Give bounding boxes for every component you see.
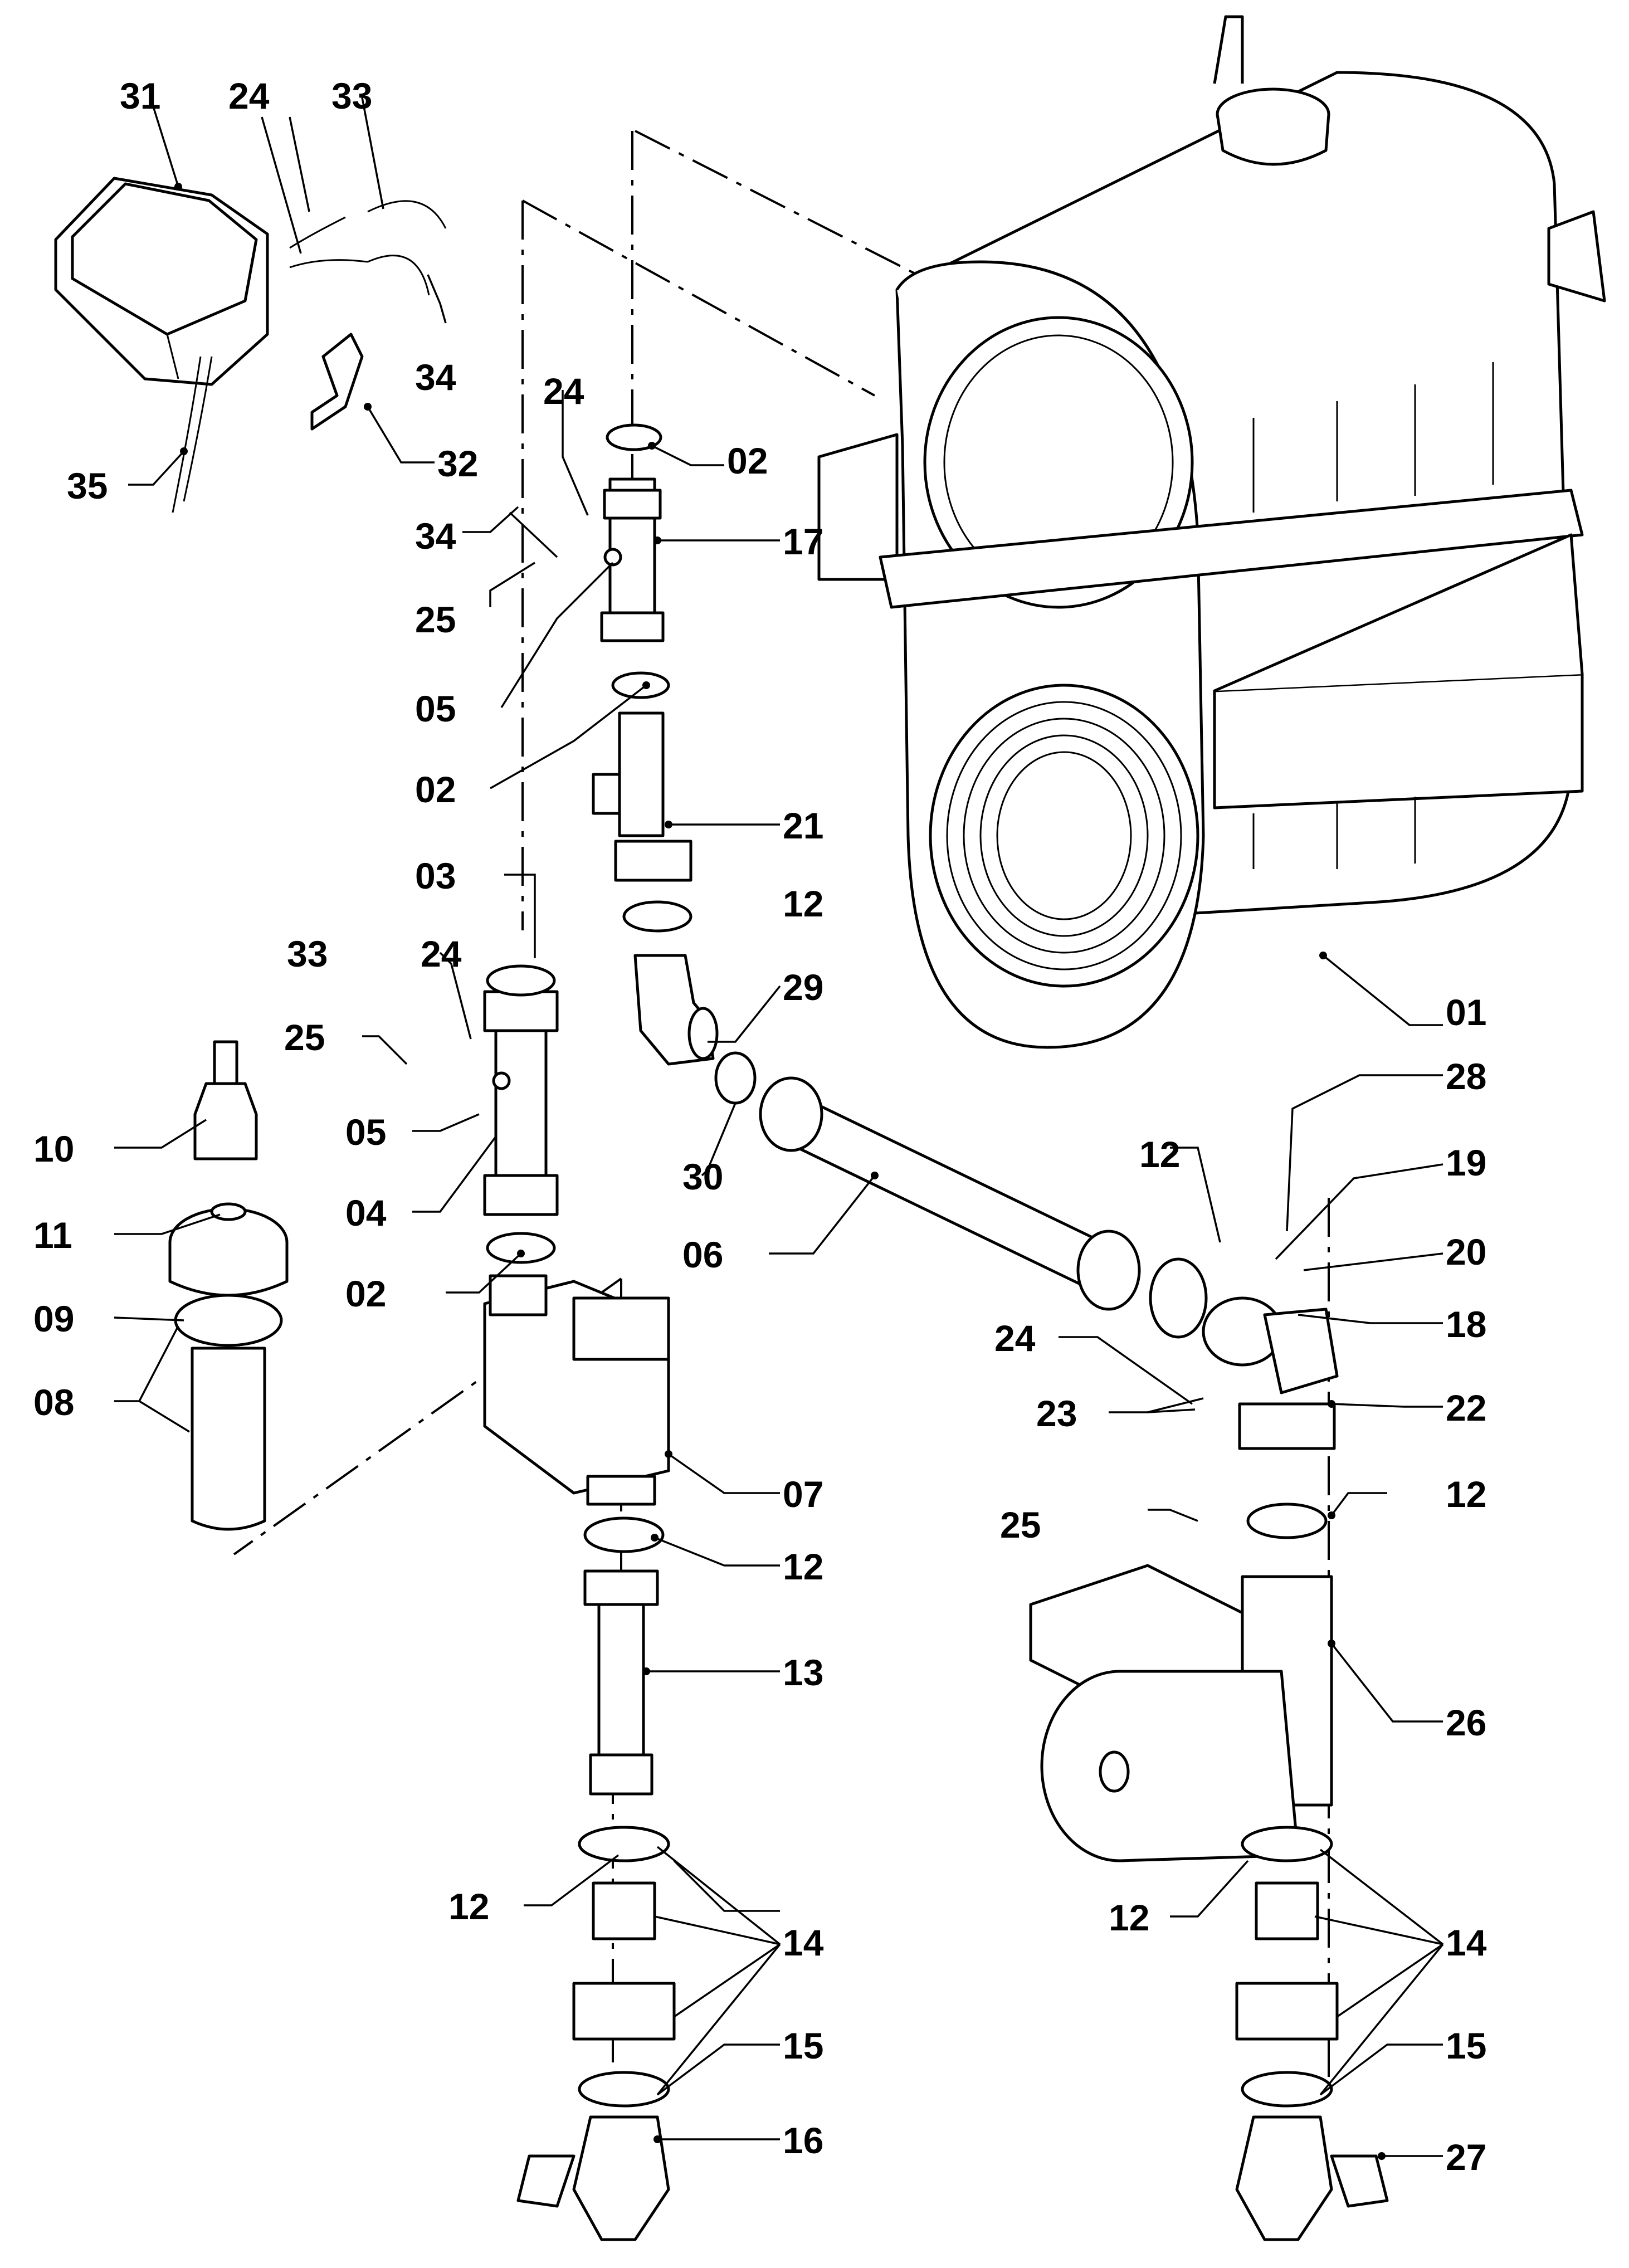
label-02: 02 [727,440,768,481]
label-30: 30 [682,1156,723,1197]
label-19: 19 [1446,1142,1486,1183]
label-07: 07 [783,1474,823,1515]
tee-fitting [592,676,692,882]
label-14: 14 [1446,1922,1487,1963]
label-26: 26 [1446,1702,1486,1743]
leader-lines [114,97,1444,2157]
label-15: 15 [1446,2025,1486,2066]
upper-connector-pipe [600,428,665,642]
label-27: 27 [1446,2137,1486,2178]
label-29: 29 [783,967,823,1008]
part-labels: 01 02 02 02 03 04 05 05 06 07 08 09 10 1… [33,75,1487,2178]
label-23: 23 [1036,1393,1077,1434]
label-24: 24 [228,75,270,116]
boiler-heat-exchanger [817,15,1606,1049]
label-08: 08 [33,1382,74,1423]
label-28: 28 [1446,1056,1486,1097]
label-24: 24 [421,933,462,974]
water-collector [483,1274,670,1506]
label-21: 21 [783,805,823,846]
label-25: 25 [284,1017,325,1058]
sensor-fitting [1202,1296,1339,1450]
label-09: 09 [33,1298,74,1339]
label-31: 31 [120,75,160,116]
circulation-pump [1029,1564,1333,1862]
label-06: 06 [682,1234,723,1275]
label-33: 33 [287,933,328,974]
label-10: 10 [33,1128,74,1169]
label-03: 03 [415,855,456,896]
right-valve-stack [1235,1826,1389,2241]
label-04: 04 [345,1192,387,1233]
label-02: 02 [415,769,456,810]
leader-dots [174,183,1386,2160]
label-22: 22 [1446,1387,1486,1428]
label-33: 33 [331,75,372,116]
connecting-pipe [759,1076,1141,1311]
label-32: 32 [437,443,478,484]
label-01: 01 [1446,992,1486,1033]
label-34: 34 [415,515,456,557]
elbow-fitting [633,954,719,1066]
label-15: 15 [783,2025,823,2066]
label-05: 05 [415,688,456,729]
label-12: 12 [1139,1134,1180,1175]
label-25: 25 [1000,1504,1041,1545]
label-20: 20 [1446,1231,1486,1272]
label-12: 12 [1109,1897,1149,1938]
label-02: 02 [345,1273,386,1314]
label-35: 35 [67,465,108,506]
label-24: 24 [543,370,584,412]
label-34: 34 [415,357,456,398]
label-14: 14 [783,1922,824,1963]
label-12: 12 [783,1546,823,1587]
label-18: 18 [1446,1304,1486,1345]
label-17: 17 [783,521,823,562]
label-25: 25 [415,599,456,640]
ignition-unit [54,177,447,513]
label-12: 12 [1446,1474,1486,1515]
lower-pipe [583,1569,659,1796]
label-24: 24 [994,1318,1036,1359]
label-16: 16 [783,2120,823,2161]
label-05: 05 [345,1111,386,1153]
label-11: 11 [33,1215,72,1256]
left-valve-stack [516,1826,676,2241]
label-12: 12 [448,1886,489,1927]
label-13: 13 [783,1652,823,1693]
air-vent-and-filter [168,1040,289,1531]
label-12: 12 [783,883,823,924]
sensor-pipe [483,990,559,1216]
